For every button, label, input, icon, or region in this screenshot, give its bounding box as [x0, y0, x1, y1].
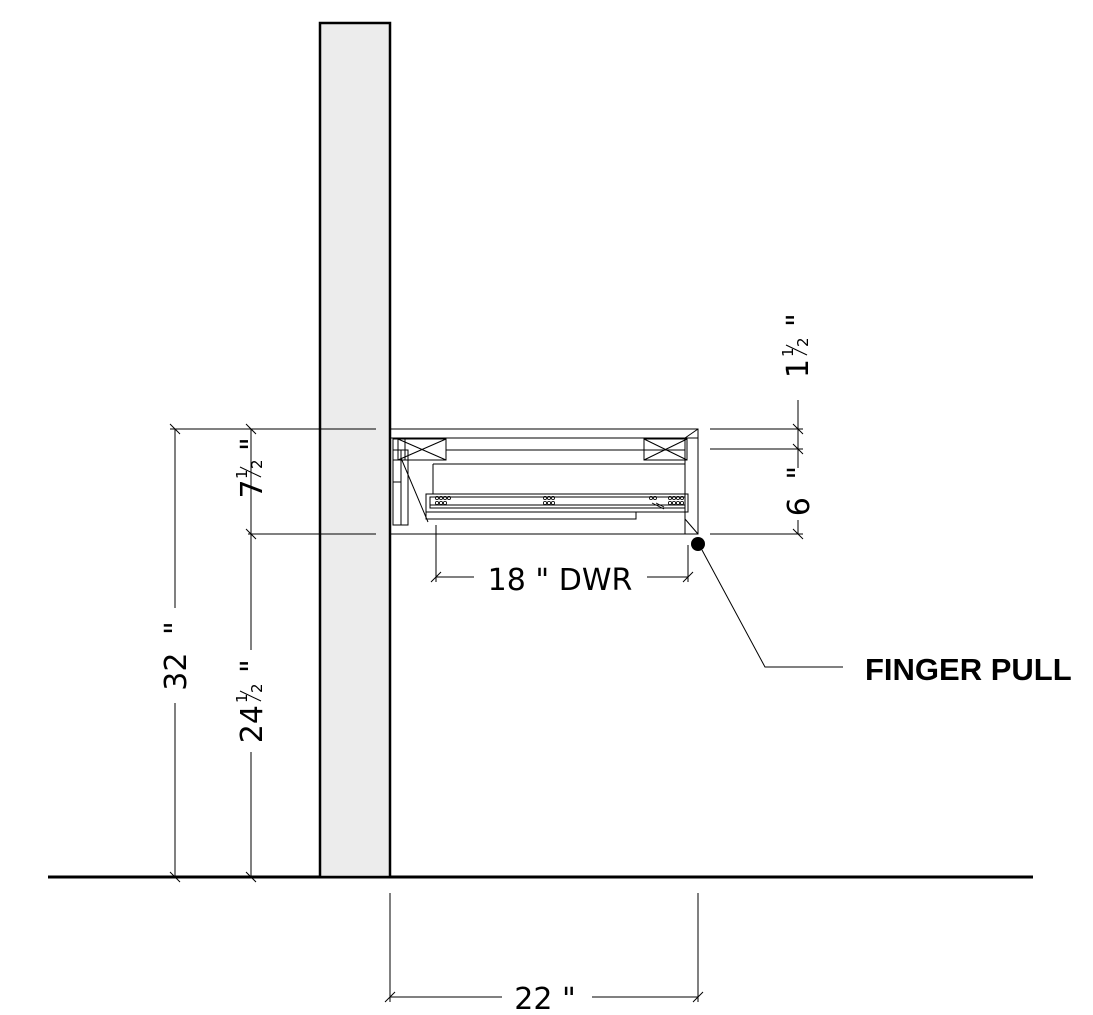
cabinet-back-stile [392, 449, 429, 526]
dim-top-thickness-den: 2 [794, 337, 812, 347]
dim-lower-height: 24 1 2 " [233, 534, 270, 883]
svg-text:1: 1 [781, 359, 816, 378]
dim-total-height-value: 32 [159, 653, 194, 691]
dim-top-thickness-num: 1 [779, 347, 797, 357]
support-post [318, 21, 392, 879]
dim-drawer-depth: 18 " DWR [430, 525, 694, 598]
dim-counter-depth-label: 22 " [514, 982, 576, 1015]
drawer-cabinet [389, 428, 699, 535]
dim-top-thickness: 1 1 2 " [779, 313, 816, 455]
slide-screw-holes [434, 495, 685, 510]
finger-pull-marker [691, 537, 705, 551]
dim-drawer-height-value: 6 [782, 497, 817, 516]
dim-drawer-box-num: 1 [233, 469, 251, 479]
dim-drawer-depth-label: 18 " DWR [488, 563, 633, 598]
dim-lower-height-num: 1 [233, 693, 251, 703]
svg-text:6 ": 6 " [782, 466, 817, 516]
dim-drawer-box-height: 7 1 2 " [233, 423, 270, 540]
dim-total-height-mark: " [159, 621, 194, 635]
dim-lower-height-mark: " [235, 659, 270, 673]
counter-top-edge-bevel [684, 428, 699, 439]
dim-total-height: 32 " [159, 423, 194, 883]
drawer-slide [425, 493, 689, 520]
dim-top-thickness-mark: " [781, 313, 816, 327]
dim-drawer-height-mark: " [782, 466, 817, 480]
dim-drawer-box-den: 2 [248, 459, 266, 469]
dim-counter-depth: 22 " [384, 893, 704, 1015]
finger-pull-label: FINGER PULL [865, 652, 1072, 687]
svg-text:32 ": 32 " [159, 621, 194, 691]
dim-top-thickness-value: 1 [781, 359, 816, 378]
svg-text:24: 24 [235, 705, 270, 743]
dim-lower-height-den: 2 [248, 683, 266, 693]
drawer-front-bottom-bevel [684, 518, 699, 535]
finger-pull-leader [701, 549, 843, 668]
svg-text:7: 7 [235, 479, 270, 498]
dim-drawer-height: 6 " [782, 449, 817, 540]
dim-drawer-box-value: 7 [235, 479, 270, 498]
dim-lower-height-value: 24 [235, 705, 270, 743]
cabinet-outline [389, 428, 699, 535]
dim-drawer-box-mark: " [235, 437, 270, 451]
